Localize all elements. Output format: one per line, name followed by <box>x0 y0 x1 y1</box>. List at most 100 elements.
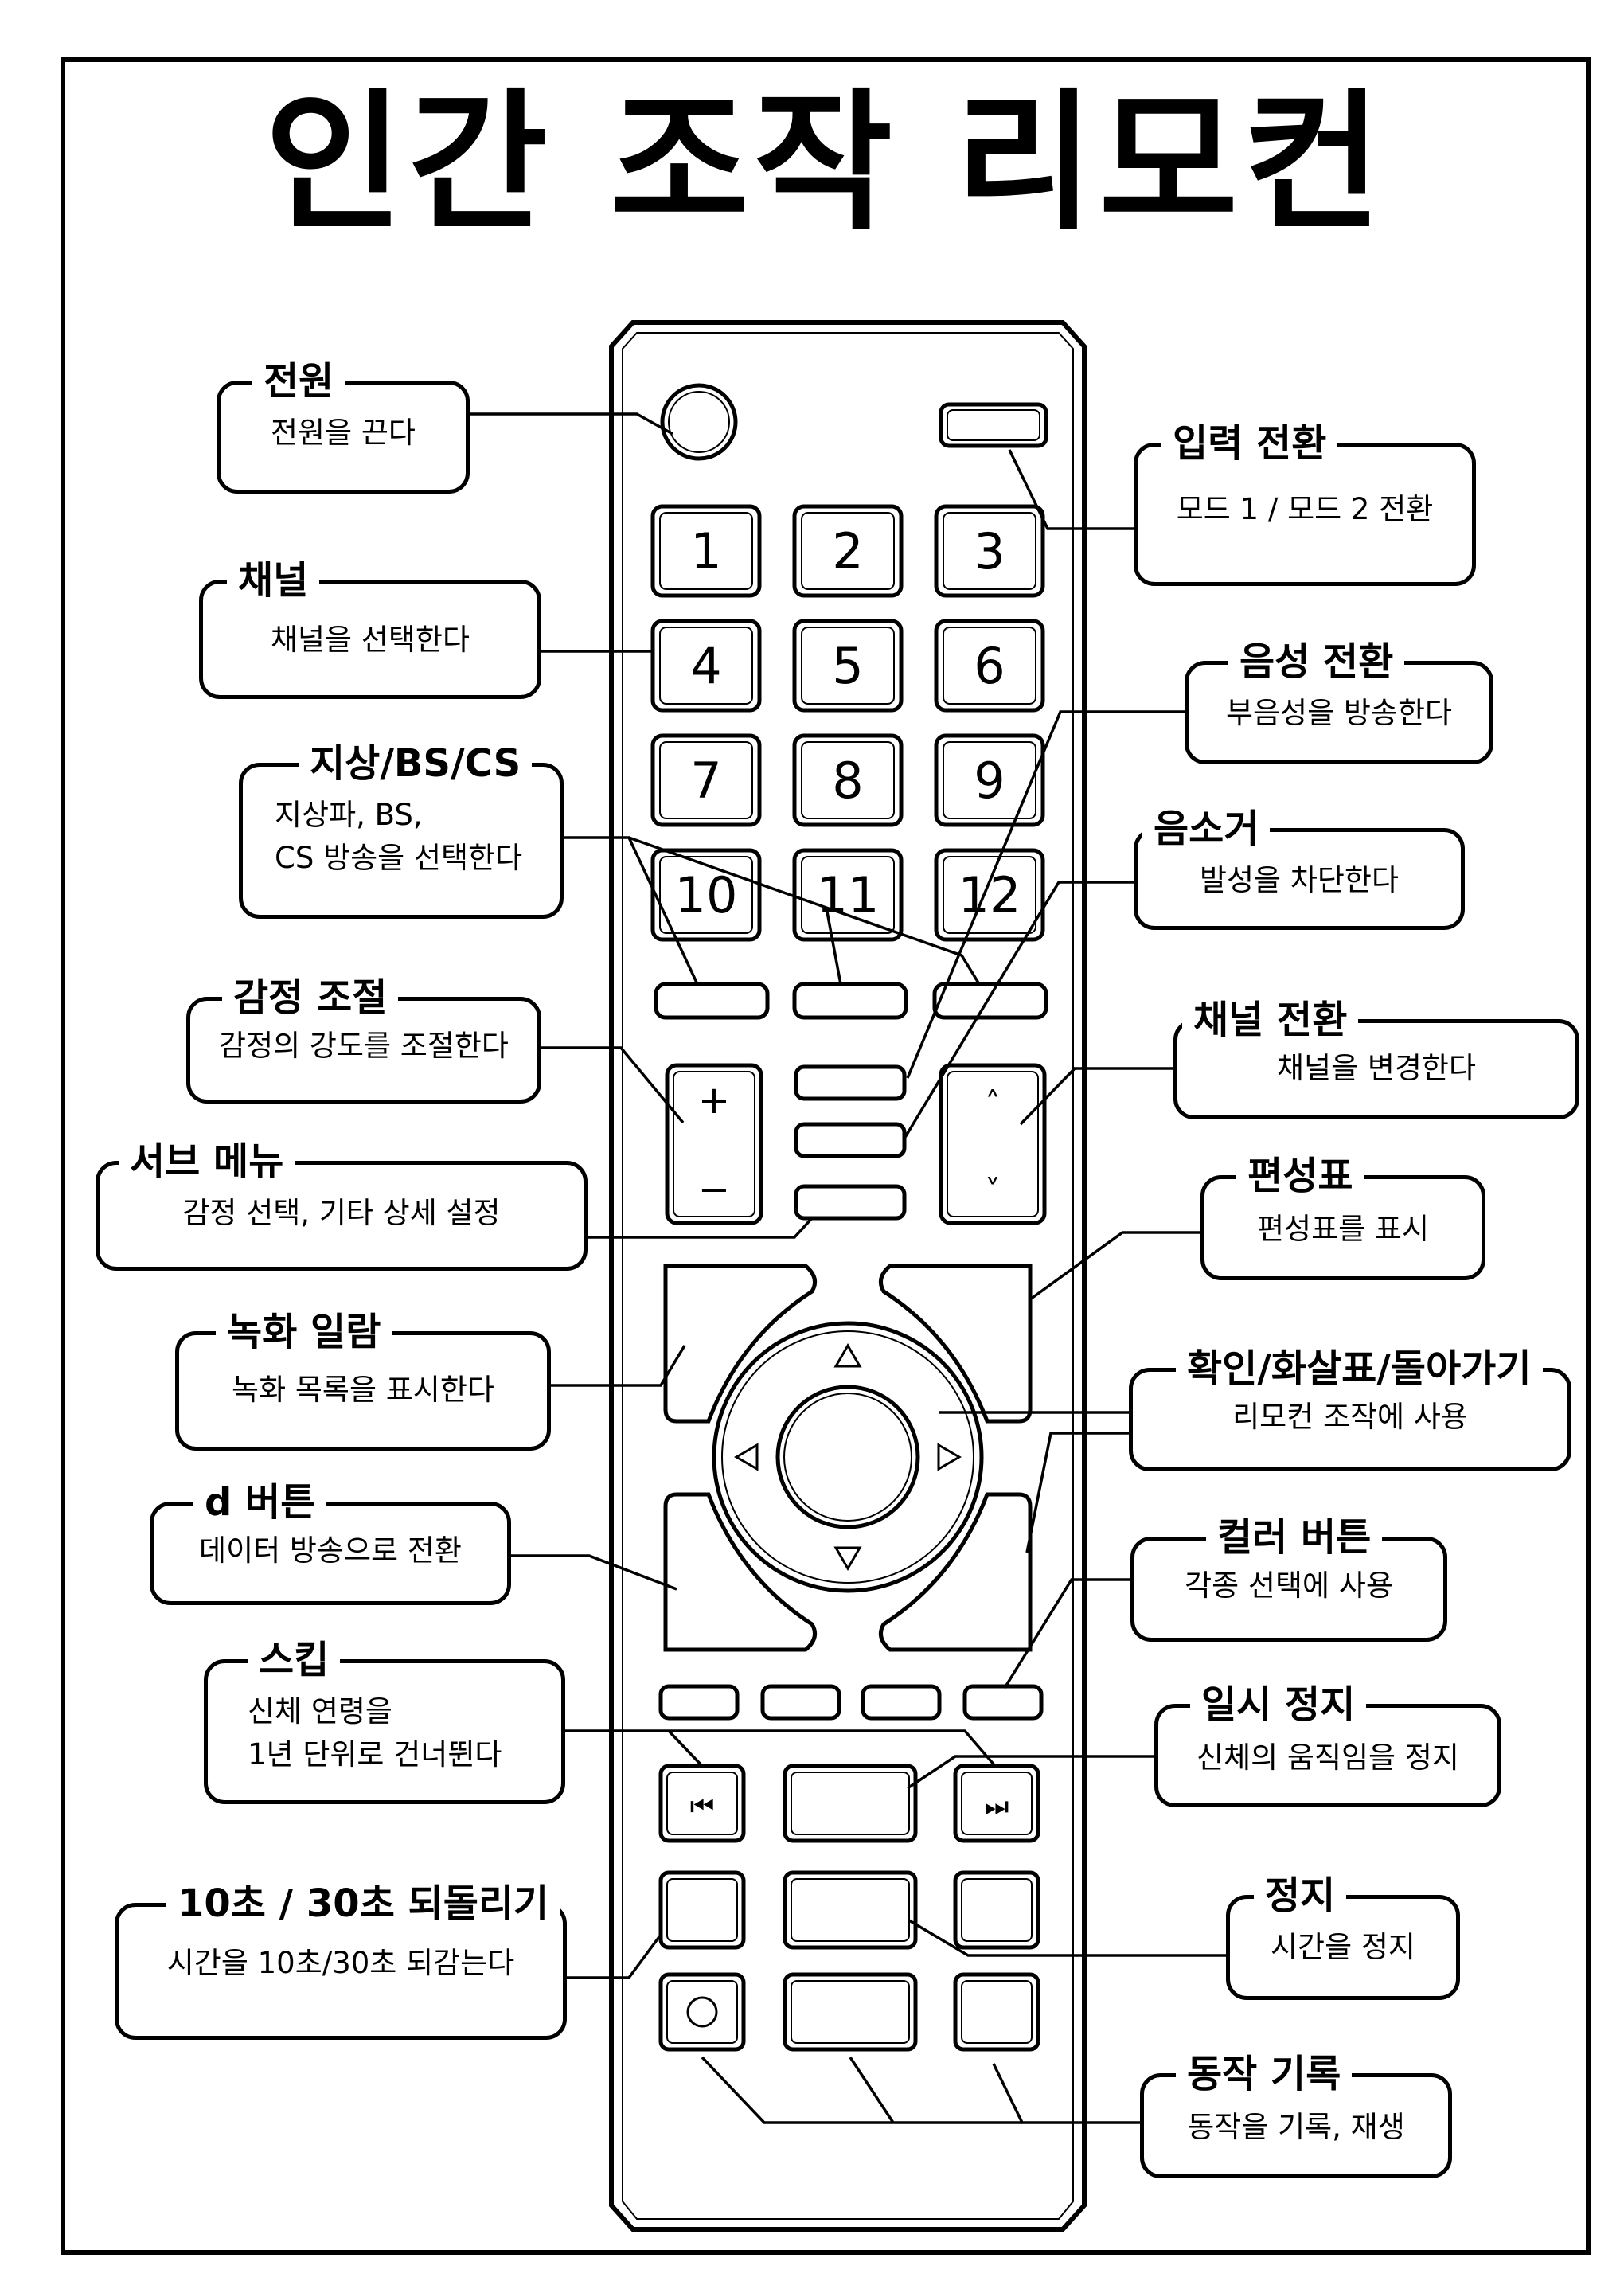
callout-broadcast: 지상/BS/CS 지상파, BS, CS 방송을 선택한다 <box>239 741 564 919</box>
arrow-right-icon[interactable] <box>937 1443 962 1471</box>
forward-button[interactable] <box>953 1870 1040 1950</box>
key-1[interactable]: 1 <box>650 504 762 598</box>
callout-d-button-title: d 버튼 <box>193 1480 327 1525</box>
leader-skip <box>565 1729 997 1768</box>
callout-audio-title: 음성 전환 <box>1228 639 1405 684</box>
bs-button[interactable] <box>792 982 908 1020</box>
leader-stop <box>908 1919 1226 1957</box>
terrestrial-button[interactable] <box>654 982 770 1020</box>
leader-skip-2 <box>667 1729 704 1768</box>
leader-recordings <box>551 1345 686 1387</box>
key-7[interactable]: 7 <box>650 733 762 827</box>
action-button[interactable] <box>953 1972 1040 2052</box>
callout-submenu-title: 서브 메뉴 <box>119 1139 295 1184</box>
key-3[interactable]: 3 <box>934 504 1045 598</box>
leader-broadcast-2 <box>628 836 981 985</box>
callout-stop-title: 정지 <box>1254 1873 1347 1918</box>
input-switch-button[interactable] <box>939 402 1048 448</box>
skip-forward-icon: ⏭ <box>985 1791 1009 1822</box>
guide-button[interactable] <box>878 1264 1033 1424</box>
leader-record <box>992 2063 1140 2124</box>
callout-broadcast-body: 지상파, BS, CS 방송을 선택한다 <box>275 798 523 875</box>
color-button-2[interactable] <box>760 1684 841 1721</box>
recordings-button[interactable] <box>663 1264 818 1424</box>
arrow-up-icon[interactable] <box>833 1342 862 1368</box>
pause-button[interactable] <box>783 1764 918 1843</box>
record-button[interactable] <box>658 1972 746 2052</box>
key-6-label: 6 <box>974 637 1005 695</box>
callout-submenu: 서브 메뉴 감정 선택, 기타 상세 설정 <box>96 1139 588 1271</box>
callout-emotion-title: 감정 조절 <box>222 975 399 1020</box>
callout-pause: 일시 정지 신체의 움직임을 정지 <box>1154 1682 1501 1807</box>
callout-recordings-title: 녹화 일람 <box>216 1310 392 1354</box>
power-button[interactable] <box>660 383 738 461</box>
channel-rocker[interactable]: ˄ ˅ <box>939 1063 1047 1225</box>
rewind-button[interactable] <box>658 1870 746 1950</box>
key-4[interactable]: 4 <box>650 619 762 713</box>
callout-recordings-body: 녹화 목록을 표시한다 <box>232 1373 494 1407</box>
callout-mute: 음소거 발성을 차단한다 <box>1134 807 1465 930</box>
color-button-4[interactable] <box>962 1684 1044 1721</box>
emotion-rocker[interactable]: + − <box>665 1063 763 1225</box>
leader-guide <box>1029 1231 1200 1301</box>
callout-stop-body: 시간을 정지 <box>1271 1930 1415 1964</box>
color-button-3[interactable] <box>861 1684 942 1721</box>
key-8[interactable]: 8 <box>792 733 904 827</box>
callout-submenu-body: 감정 선택, 기타 상세 설정 <box>182 1196 501 1230</box>
callout-skip-title: 스킵 <box>248 1638 341 1682</box>
callout-color: 컬러 버튼 각종 선택에 사용 <box>1130 1515 1447 1642</box>
callout-confirm-body: 리모컨 조작에 사용 <box>1232 1400 1468 1434</box>
callout-confirm-title: 확인/화살표/돌아가기 <box>1176 1346 1543 1391</box>
leader-emotion <box>541 1046 685 1124</box>
leader-audio <box>906 710 1185 1079</box>
channel-up-label: ˄ <box>985 1086 1001 1123</box>
number-keypad: 1 2 3 4 5 6 7 8 9 10 11 12 <box>650 504 1045 942</box>
play-button[interactable] <box>783 1972 918 2052</box>
cs-button[interactable] <box>932 982 1048 1020</box>
audio-switch-button[interactable] <box>794 1064 907 1101</box>
color-buttons <box>658 1684 1044 1721</box>
skip-forward-button[interactable]: ⏭ <box>953 1764 1040 1843</box>
skip-back-button[interactable]: ⏮ <box>658 1764 746 1843</box>
key-5[interactable]: 5 <box>792 619 904 713</box>
ok-button[interactable] <box>775 1385 920 1529</box>
key-12[interactable]: 12 <box>934 848 1045 942</box>
key-9[interactable]: 9 <box>934 733 1045 827</box>
arrow-down-icon[interactable] <box>833 1546 862 1572</box>
callout-mute-body: 발성을 차단한다 <box>1199 863 1400 897</box>
d-button[interactable] <box>663 1492 818 1652</box>
callout-channel-body: 채널을 선택한다 <box>270 623 470 657</box>
leader-record-2 <box>701 2056 1022 2124</box>
emotion-minus-label: − <box>698 1167 730 1212</box>
submenu-button[interactable] <box>794 1184 907 1221</box>
callout-input-title: 입력 전환 <box>1161 421 1338 466</box>
back-button[interactable] <box>878 1492 1033 1652</box>
key-9-label: 9 <box>974 752 1005 810</box>
callout-d-button: d 버튼 데이터 방송으로 전환 <box>150 1480 511 1605</box>
callout-broadcast-title: 지상/BS/CS <box>299 741 533 786</box>
callout-recordings: 녹화 일람 녹화 목록을 표시한다 <box>175 1310 551 1451</box>
leader-broadcast-3 <box>825 907 842 985</box>
key-10-label: 10 <box>675 866 738 924</box>
leader-input <box>1008 449 1134 530</box>
arrow-left-icon[interactable] <box>733 1443 759 1471</box>
stop-button[interactable] <box>783 1870 918 1950</box>
key-10[interactable]: 10 <box>650 848 762 942</box>
callout-record-title: 동작 기록 <box>1176 2052 1353 2096</box>
broadcast-buttons <box>654 982 1048 1020</box>
callout-input: 입력 전환 모드 1 / 모드 2 전환 <box>1134 421 1476 586</box>
callout-guide: 편성표 편성표를 표시 <box>1200 1154 1485 1280</box>
color-button-1[interactable] <box>658 1684 740 1721</box>
leader-confirm-2 <box>1025 1432 1129 1553</box>
key-2[interactable]: 2 <box>792 504 904 598</box>
leader-pause <box>907 1755 1154 1790</box>
key-6[interactable]: 6 <box>934 619 1045 713</box>
leader-channel-switch <box>1019 1067 1173 1126</box>
mute-button[interactable] <box>794 1122 907 1158</box>
callout-d-button-body: 데이터 방송으로 전환 <box>199 1533 462 1568</box>
key-12-label: 12 <box>958 866 1021 924</box>
callout-emotion-body: 감정의 강도를 조절한다 <box>219 1029 509 1063</box>
remote-shell-inner <box>622 332 1074 2220</box>
callout-guide-body: 편성표를 표시 <box>1256 1212 1429 1246</box>
